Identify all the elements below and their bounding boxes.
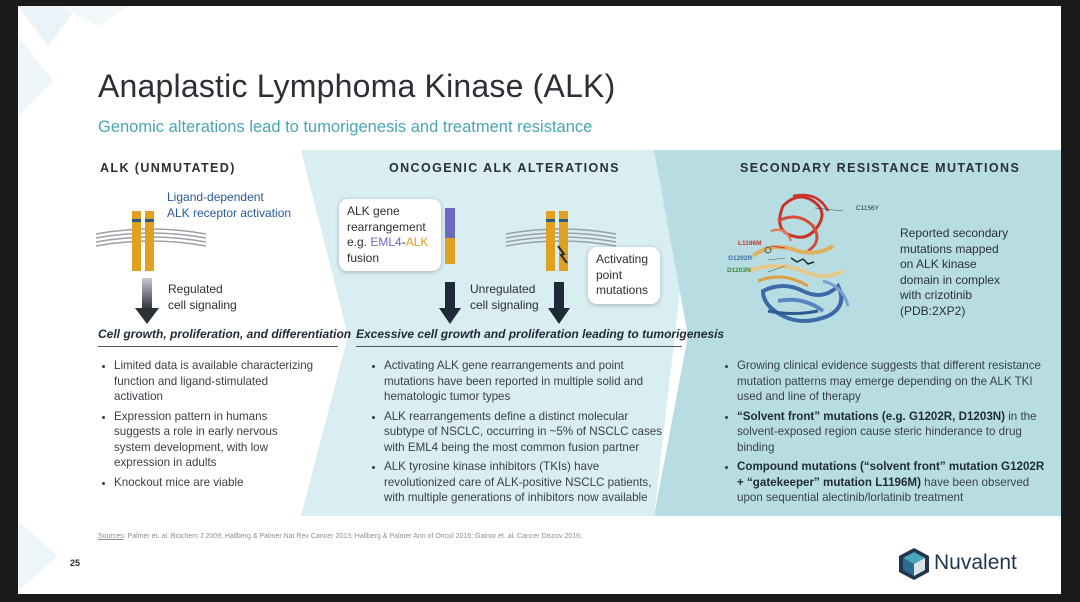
slide: Anaplastic Lymphoma Kinase (ALK) Genomic… — [18, 6, 1061, 594]
background-decoration-bottom — [18, 521, 58, 591]
label-d1203n: D1203N — [727, 267, 751, 274]
list-item: ALK rearrangements define a distinct mol… — [384, 409, 666, 456]
nuvalent-logo-icon — [899, 548, 929, 580]
bullet-text: in the solvent-exposed region cause ster… — [737, 409, 1037, 454]
receptor-left — [132, 211, 141, 271]
bullets-unmutated: Limited data is available characterizing… — [100, 358, 314, 494]
background-decoration — [18, 6, 128, 116]
list-item: Growing clinical evidence suggests that … — [737, 358, 1049, 405]
receptor-right — [145, 211, 154, 271]
label-l1196m: L1196M — [738, 240, 762, 247]
sources-label: Sources — [98, 533, 124, 540]
bullet-bold-text: “Solvent front” mutations (e.g. G1202R, … — [737, 409, 1005, 423]
eml4-segment — [445, 208, 455, 238]
membrane-receptor-diagram — [96, 211, 207, 271]
unregulated-signaling-label: Unregulated cell signaling — [470, 282, 539, 312]
sources-text: : Palmer et. al. Biochem J 2009; Hallber… — [123, 533, 583, 540]
list-item: Knockout mice are viable — [114, 475, 314, 491]
fusion-dash: - — [401, 235, 406, 249]
alk-text: ALK — [405, 235, 429, 249]
page-title: Anaplastic Lymphoma Kinase (ALK) — [98, 68, 616, 104]
callout-rearrangement-text: ALK gene rearrangement e.g. — [347, 204, 426, 249]
list-item: Expression pattern in humans suggests a … — [114, 409, 314, 471]
structure-caption: Reported secondary mutations mapped on A… — [900, 226, 1009, 318]
bullet-text: Growing clinical evidence suggests that … — [737, 359, 1041, 403]
label-c1156y: C1156Y — [856, 205, 880, 212]
regulated-arrow-icon — [135, 278, 159, 324]
list-item: Compound mutations (“solvent front” muta… — [737, 459, 1049, 506]
col-heading-oncogenic: ONCOGENIC ALK ALTERATIONS — [389, 161, 620, 175]
ligand-activation-label: Ligand-dependent ALK receptor activation — [167, 190, 292, 220]
outcome-rule — [356, 346, 682, 347]
page-number: 25 — [70, 558, 81, 568]
col-heading-unmutated: ALK (UNMUTATED) — [100, 161, 236, 175]
callout-point-mutations: Activating point mutations — [588, 247, 660, 304]
sources-footnote: Sources: Palmer et. al. Biochem J 2009; … — [98, 533, 582, 540]
bullets-resistance: Growing clinical evidence suggests that … — [723, 358, 1049, 510]
list-item: ALK tyrosine kinase inhibitors (TKIs) ha… — [384, 459, 666, 506]
mutated-receptor-diagram — [506, 211, 617, 271]
alk-kinase-structure-image — [747, 193, 850, 323]
outcome-rule — [98, 346, 338, 347]
outcome-unmutated: Cell growth, proliferation, and differen… — [98, 327, 352, 341]
list-item: “Solvent front” mutations (e.g. G1202R, … — [737, 409, 1049, 456]
unregulated-arrow-left-icon — [439, 282, 461, 324]
page-subtitle: Genomic alterations lead to tumorigenesi… — [98, 118, 593, 136]
bullet-bold-text: Compound mutations (“solvent front” muta… — [737, 460, 1045, 489]
bullets-oncogenic: Activating ALK gene rearrangements and p… — [370, 358, 666, 510]
fusion-text: fusion — [347, 250, 380, 265]
callout-gene-rearrangement: ALK gene rearrangement e.g. EML4-ALK fus… — [339, 199, 441, 271]
regulated-signaling-label: Regulated cell signaling — [168, 282, 237, 312]
bullet-text: have been observed upon sequential alect… — [737, 475, 1030, 505]
unregulated-arrow-right-icon — [548, 282, 570, 324]
eml4-text: EML4 — [370, 235, 402, 249]
list-item: Activating ALK gene rearrangements and p… — [384, 358, 666, 405]
col-heading-resistance: SECONDARY RESISTANCE MUTATIONS — [740, 161, 1021, 175]
outcome-oncogenic: Excessive cell growth and proliferation … — [356, 327, 725, 341]
panel-resistance-bg — [654, 150, 1061, 516]
list-item: Limited data is available characterizing… — [114, 358, 314, 405]
fusion-protein-diagram — [445, 208, 455, 264]
nuvalent-logo-text: Nuvalent — [934, 551, 1017, 574]
label-g1202r: G1202R — [728, 255, 753, 262]
alk-segment — [445, 238, 455, 264]
